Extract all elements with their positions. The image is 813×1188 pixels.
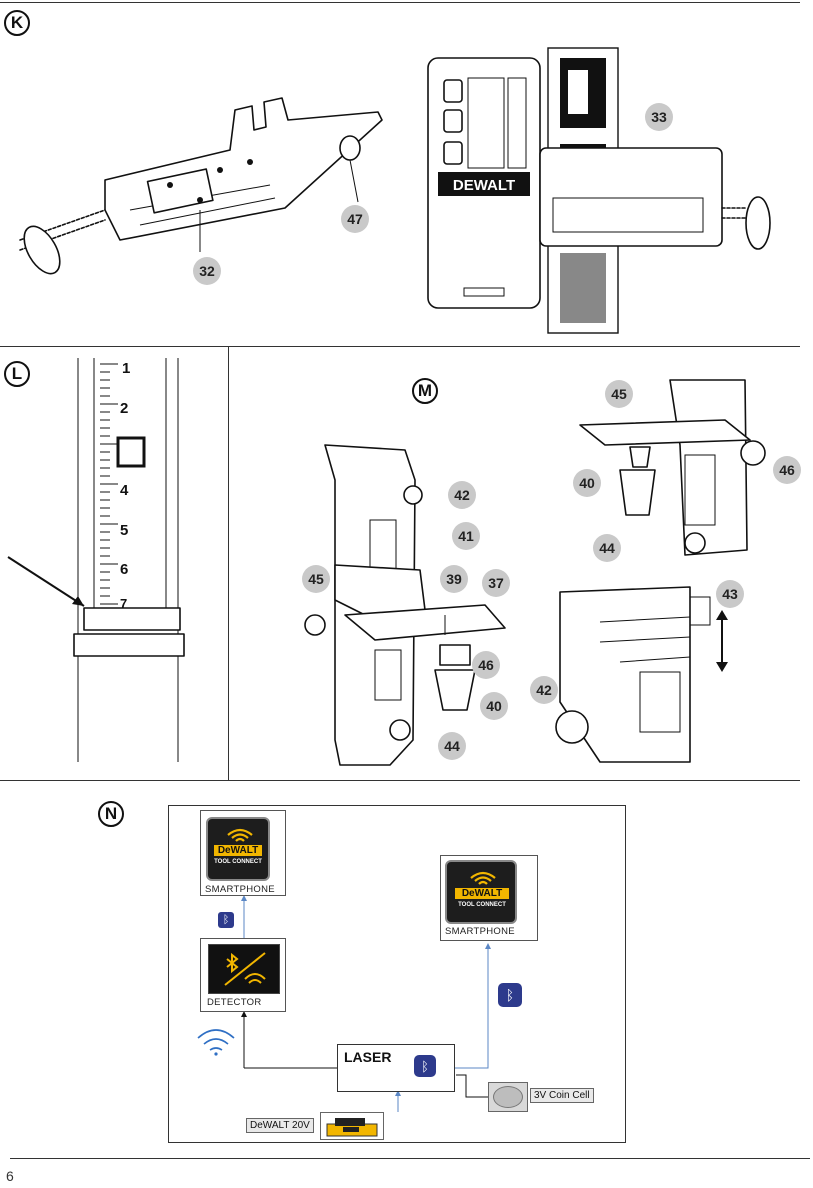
battery-group: DeWALT 20V	[246, 1112, 386, 1140]
callout-40-detail: 40	[573, 469, 601, 497]
callout-46: 46	[472, 651, 500, 679]
rod-tick-label: 6	[120, 561, 129, 578]
top-rule	[0, 2, 800, 3]
wifi-icon	[470, 871, 496, 885]
detector-tile: DETECTOR	[200, 938, 286, 1012]
callout-40: 40	[480, 692, 508, 720]
coin-cell-image	[488, 1082, 528, 1112]
callout-42-detail: 42	[530, 676, 558, 704]
callout-43: 43	[716, 580, 744, 608]
callout-32: 32	[193, 257, 221, 285]
smartphone-label: SMARTPHONE	[205, 884, 275, 895]
rod-scale-illustration	[7, 358, 185, 762]
rod-tick-label: 5	[120, 522, 129, 539]
rule-lm-bottom	[0, 780, 800, 781]
callout-33: 33	[645, 103, 673, 131]
rule-page-bottom	[10, 1158, 810, 1159]
svg-text:DEWALT: DEWALT	[453, 177, 515, 194]
laser-box: LASER ᛒ	[337, 1044, 455, 1092]
callout-42: 42	[448, 481, 476, 509]
detector-label: DETECTOR	[207, 997, 262, 1008]
wireless-signal-icon	[197, 1029, 235, 1056]
tool-connect-app-icon: DeWALT TOOL CONNECT	[445, 860, 517, 924]
rod-tick-label: 1	[122, 360, 131, 377]
bluetooth-icon: ᛒ	[218, 912, 234, 928]
rule-k-bottom	[0, 346, 800, 347]
bluetooth-icon: ᛒ	[414, 1055, 436, 1077]
coin-cell-icon	[493, 1086, 523, 1108]
bluetooth-disabled-icon	[224, 952, 266, 986]
section-m-label: M	[412, 378, 438, 404]
rod-tick-label: 4	[120, 482, 129, 499]
callout-46-detail: 46	[773, 456, 801, 484]
coin-cell-label: 3V Coin Cell	[530, 1088, 594, 1103]
callout-45-detail: 45	[605, 380, 633, 408]
callout-45: 45	[302, 565, 330, 593]
bracket-main-illustration	[304, 444, 506, 766]
section-n-label: N	[98, 801, 124, 827]
callout-41: 41	[452, 522, 480, 550]
bracket-top-detail-illustration	[579, 379, 766, 556]
detector-screen	[208, 944, 280, 994]
wifi-icon	[227, 828, 253, 842]
smartphone-app-tile-top: DeWALT TOOL CONNECT SMARTPHONE	[200, 810, 286, 896]
callout-37: 37	[482, 569, 510, 597]
coin-cell-group: 3V Coin Cell	[488, 1082, 602, 1112]
laser-label: LASER	[344, 1049, 392, 1065]
bluetooth-icon: ᛒ	[498, 983, 522, 1007]
callout-39: 39	[440, 565, 468, 593]
battery-image	[320, 1112, 384, 1140]
smartphone-label: SMARTPHONE	[445, 926, 515, 937]
bracket-side-detail-illustration	[555, 586, 728, 763]
tool-connect-text: TOOL CONNECT	[458, 902, 506, 908]
divider-l-m	[228, 346, 229, 780]
section-l-label: L	[4, 361, 30, 387]
connectivity-diagram	[168, 805, 626, 1143]
tool-connect-text: TOOL CONNECT	[214, 859, 262, 865]
battery-label: DeWALT 20V	[246, 1118, 314, 1133]
callout-44: 44	[438, 732, 466, 760]
brand-badge: DeWALT	[455, 888, 509, 899]
rod-tick-label: 7	[120, 596, 128, 611]
smartphone-app-tile-right: DeWALT TOOL CONNECT SMARTPHONE	[440, 855, 538, 941]
battery-icon	[326, 1118, 378, 1137]
brand-badge: DeWALT	[214, 845, 262, 856]
section-k-label: K	[4, 10, 30, 36]
callout-44-detail: 44	[593, 534, 621, 562]
detector-on-rod-illustration: DEWALT 28	[427, 47, 771, 334]
page-number: 6	[6, 1168, 14, 1184]
clamp-bracket-illustration	[19, 97, 383, 275]
callout-47: 47	[341, 205, 369, 233]
tool-connect-app-icon: DeWALT TOOL CONNECT	[206, 817, 270, 881]
rod-tick-label: 2	[120, 400, 129, 417]
